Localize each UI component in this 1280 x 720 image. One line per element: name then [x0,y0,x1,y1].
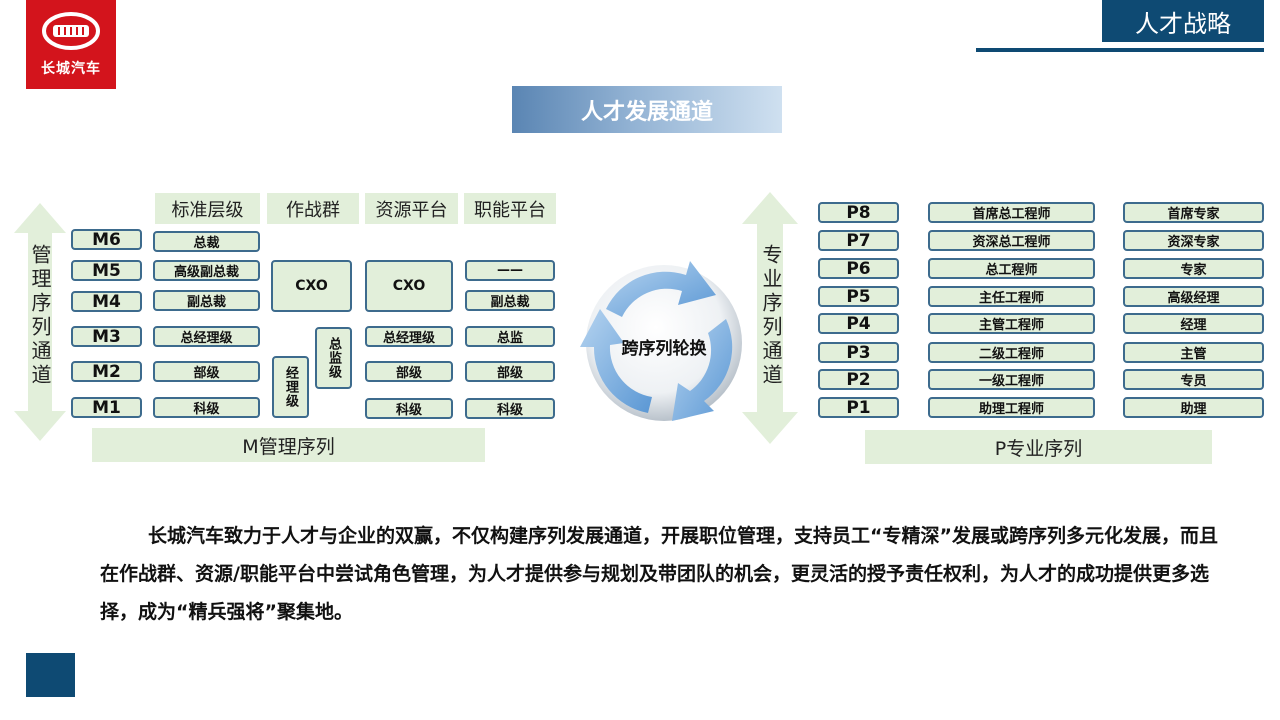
function-none: —— [465,260,555,281]
level-m2: M2 [71,361,142,382]
vertical-double-arrow-icon [14,203,66,441]
combat-director-level: 总监级 [315,327,352,389]
description-paragraph: 长城汽车致力于人才与企业的双赢，不仅构建序列发展通道，开展职位管理，支持员工“专… [100,525,1218,623]
expert-title-p6: 专家 [1123,258,1264,279]
management-sequence-footer: M管理序列 [92,428,485,462]
level-p4: P4 [818,313,899,334]
expert-title-p8: 首席专家 [1123,202,1264,223]
expert-title-p3: 主管 [1123,342,1264,363]
resource-cxo: CXO [365,260,453,312]
column-header-resource: 资源平台 [365,193,458,224]
corner-decoration [26,653,75,697]
cross-sequence-rotation: 跨序列轮换 [566,243,762,439]
rotation-arrows-icon [580,261,742,421]
level-m1: M1 [71,397,142,418]
level-p6: P6 [818,258,899,279]
engineer-title-p7: 资深总工程师 [928,230,1095,251]
expert-title-p2: 专员 [1123,369,1264,390]
professional-sequence-footer: P专业序列 [865,430,1212,464]
standard-level-section: 科级 [153,397,260,418]
expert-title-p7: 资深专家 [1123,230,1264,251]
function-vp: 副总裁 [465,290,555,311]
combat-manager-level: 经理级 [272,356,309,418]
expert-title-p1: 助理 [1123,397,1264,418]
level-p3: P3 [818,342,899,363]
logo-text: 长城汽车 [41,61,101,77]
column-header-function: 职能平台 [464,193,556,224]
level-m6: M6 [71,229,142,250]
column-header-standard: 标准层级 [155,193,260,224]
professional-axis-label: 专业序列通道 [759,244,783,388]
standard-level-senior-vp: 高级副总裁 [153,260,260,281]
standard-level-gm: 总经理级 [153,326,260,347]
engineer-title-p3: 二级工程师 [928,342,1095,363]
resource-gm: 总经理级 [365,326,453,347]
level-p1: P1 [818,397,899,418]
engineer-title-p6: 总工程师 [928,258,1095,279]
engineer-title-p4: 主管工程师 [928,313,1095,334]
level-m4: M4 [71,291,142,312]
column-header-combat: 作战群 [267,193,359,224]
level-m5: M5 [71,260,142,281]
standard-level-vp: 副总裁 [153,290,260,311]
brand-logo: 长城汽车 [26,0,116,89]
management-axis-label: 管理序列通道 [28,244,52,388]
car-grille-icon [42,12,100,50]
rotation-label: 跨序列轮换 [621,339,707,359]
expert-title-p4: 经理 [1123,313,1264,334]
level-p7: P7 [818,230,899,251]
function-section: 科级 [465,398,555,419]
resource-section: 科级 [365,398,453,419]
engineer-title-p8: 首席总工程师 [928,202,1095,223]
engineer-title-p2: 一级工程师 [928,369,1095,390]
level-p2: P2 [818,369,899,390]
expert-title-p5: 高级经理 [1123,286,1264,307]
engineer-title-p5: 主任工程师 [928,286,1095,307]
level-m3: M3 [71,326,142,347]
function-department: 部级 [465,361,555,382]
standard-level-department: 部级 [153,361,260,382]
resource-department: 部级 [365,361,453,382]
level-p5: P5 [818,286,899,307]
section-banner: 人才发展通道 [512,86,782,133]
function-director: 总监 [465,326,555,347]
engineer-title-p1: 助理工程师 [928,397,1095,418]
combat-cxo: CXO [271,260,352,312]
page-title: 人才战略 [1102,0,1264,42]
vertical-double-arrow-icon [742,192,798,444]
title-underline [976,48,1264,52]
level-p8: P8 [818,202,899,223]
standard-level-president: 总裁 [153,231,260,252]
